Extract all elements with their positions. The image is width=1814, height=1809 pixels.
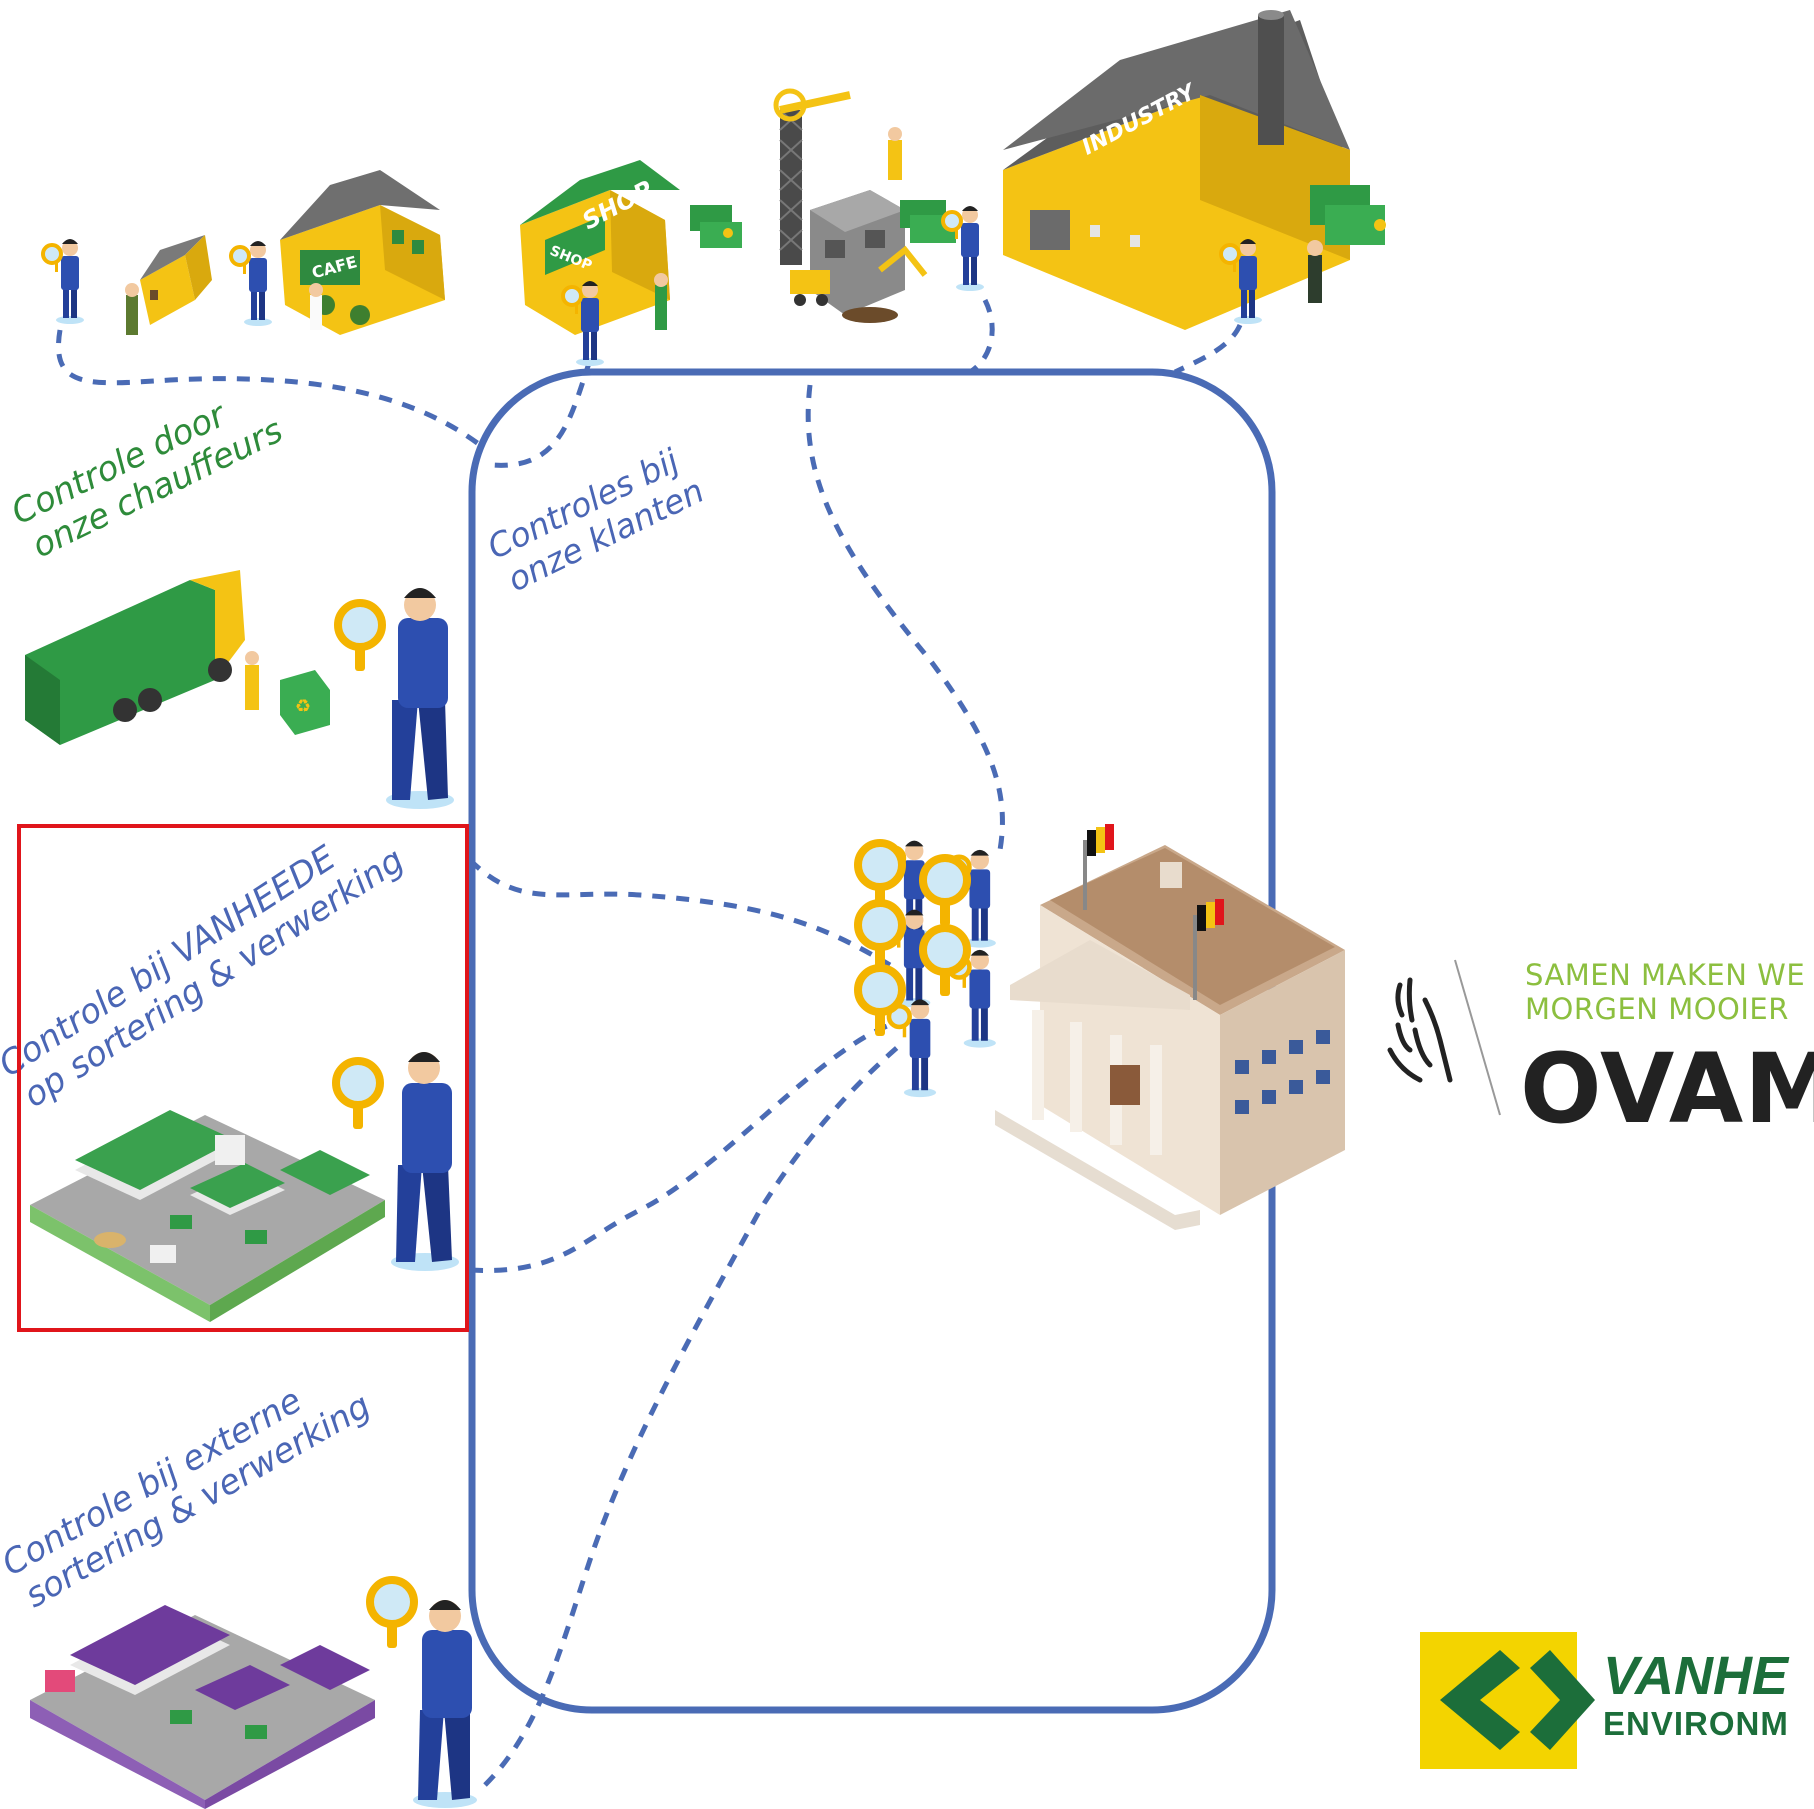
industry-illustration: INDUSTRY (1003, 10, 1386, 330)
shop-illustration: SHOP SHOP (520, 160, 742, 368)
recycling-icon: ♻ (295, 696, 311, 717)
vanheede-logo-name: VANHE (1603, 1646, 1789, 1706)
lion-icon (1387, 977, 1453, 1083)
vanheede-logo-mark (1420, 1632, 1595, 1769)
vanheede-facility-illustration (30, 1110, 385, 1322)
ovam-inspector-group (858, 841, 996, 1097)
ovam-logo-text: OVAM (1520, 1033, 1814, 1145)
external-inspector (370, 1580, 477, 1808)
external-facility-illustration (30, 1605, 375, 1809)
ovam-tagline-line-1: SAMEN MAKEN WE (1525, 958, 1806, 992)
belgian-flag-icon (1083, 824, 1224, 1000)
vanheede-inspector (336, 1052, 459, 1271)
vanheede-logo-subtitle: ENVIRONM (1603, 1705, 1789, 1742)
ovam-tagline: SAMEN MAKEN WE MORGEN MOOIER (1525, 958, 1805, 1026)
ovam-tagline-line-2: MORGEN MOOIER (1525, 992, 1789, 1026)
driver-inspector (338, 588, 454, 809)
vanheede-highlight-box (17, 824, 469, 1332)
logo-divider (1454, 959, 1501, 1116)
cafe-illustration: CAFE (229, 170, 445, 335)
house-illustration (41, 235, 212, 335)
garbage-truck-illustration: ♻ (25, 570, 330, 745)
construction-illustration (773, 88, 986, 323)
ovam-building-illustration (995, 845, 1345, 1230)
dashed-connectors (56, 298, 1243, 1787)
